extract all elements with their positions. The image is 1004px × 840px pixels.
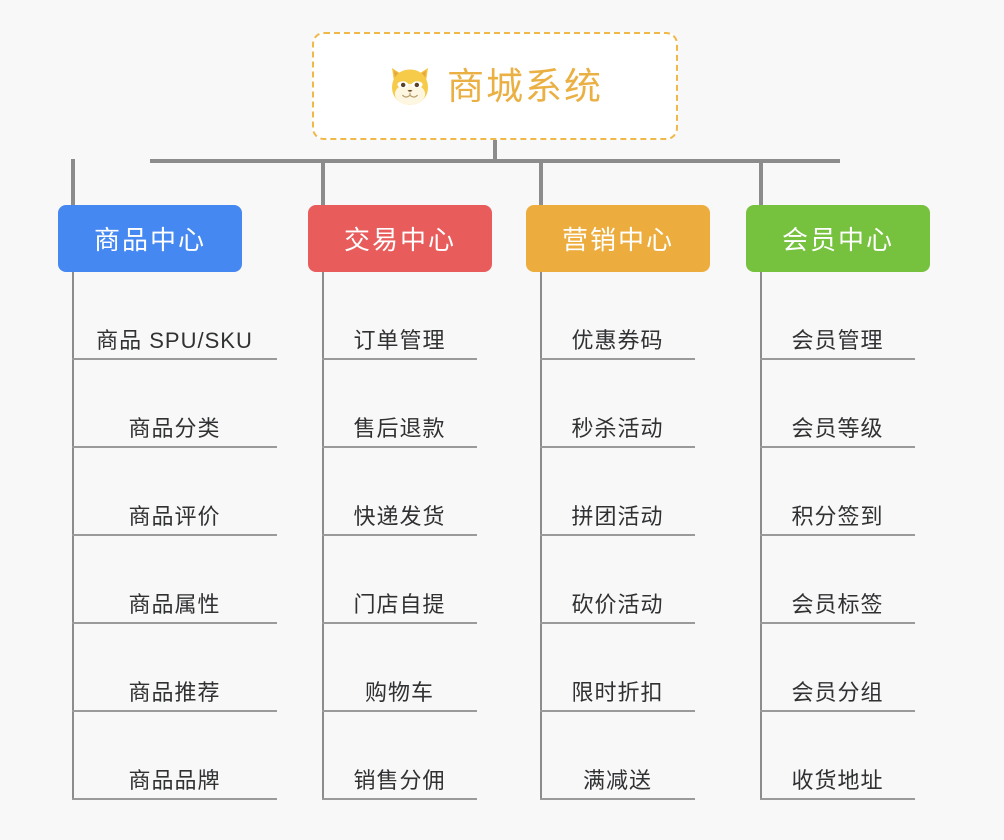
leaf-item[interactable]: 购物车 [322, 624, 477, 712]
connector-drop-1 [71, 159, 75, 207]
leaf-item-label: 购物车 [364, 679, 434, 705]
leaf-item-label: 会员分组 [791, 679, 884, 705]
leaf-item-label: 商品推荐 [128, 679, 221, 705]
leaf-item[interactable]: 拼团活动 [540, 448, 695, 536]
leaf-item[interactable]: 商品属性 [72, 536, 277, 624]
leaf-item[interactable]: 门店自提 [322, 536, 477, 624]
leaf-item[interactable]: 商品分类 [72, 360, 277, 448]
leaf-item[interactable]: 收货地址 [760, 712, 915, 800]
branch-group-2: 订单管理售后退款快递发货门店自提购物车销售分佣 [322, 272, 477, 800]
connector-drop-3 [539, 159, 543, 207]
category-box-4[interactable]: 会员中心 [746, 205, 930, 272]
leaf-item-label: 商品评价 [128, 503, 221, 529]
category-box-1[interactable]: 商品中心 [58, 205, 242, 272]
branch-group-4: 会员管理会员等级积分签到会员标签会员分组收货地址 [760, 272, 915, 800]
leaf-item[interactable]: 会员等级 [760, 360, 915, 448]
branch-spine [540, 272, 542, 800]
leaf-item-label: 收货地址 [791, 767, 884, 793]
branch-group-1: 商品 SPU/SKU 商品分类商品评价商品属性商品推荐商品品牌 [72, 272, 277, 800]
category-label: 交易中心 [343, 225, 456, 255]
leaf-item[interactable]: 积分签到 [760, 448, 915, 536]
leaf-item-label: 会员标签 [791, 591, 884, 617]
leaf-item[interactable]: 销售分佣 [322, 712, 477, 800]
leaf-item[interactable]: 会员管理 [760, 272, 915, 360]
leaf-item-label: 订单管理 [353, 327, 446, 353]
leaf-item-label: 商品品牌 [128, 767, 221, 793]
leaf-item-label: 会员管理 [791, 327, 884, 353]
leaf-item[interactable]: 商品品牌 [72, 712, 277, 800]
leaf-item[interactable]: 会员标签 [760, 536, 915, 624]
branch-group-3: 优惠券码秒杀活动拼团活动砍价活动限时折扣满减送 [540, 272, 695, 800]
leaf-item[interactable]: 满减送 [540, 712, 695, 800]
connector-drop-4 [759, 159, 763, 207]
category-label: 商品中心 [93, 225, 206, 255]
shiba-dog-icon [392, 68, 428, 105]
branch-spine [760, 272, 762, 800]
leaf-item[interactable]: 限时折扣 [540, 624, 695, 712]
root-node-title: 商城系统 [447, 65, 603, 107]
leaf-item[interactable]: 商品评价 [72, 448, 277, 536]
category-label: 会员中心 [781, 225, 894, 255]
category-box-2[interactable]: 交易中心 [308, 205, 492, 272]
leaf-item-label: 商品 SPU/SKU [96, 327, 253, 353]
leaf-item-label: 门店自提 [353, 591, 446, 617]
branch-spine [322, 272, 324, 800]
leaf-item-label: 限时折扣 [571, 679, 664, 705]
leaf-item[interactable]: 快递发货 [322, 448, 477, 536]
leaf-item[interactable]: 秒杀活动 [540, 360, 695, 448]
connector-bus [150, 159, 840, 163]
branch-spine [72, 272, 74, 800]
leaf-item-label: 会员等级 [791, 415, 884, 441]
leaf-item-label: 秒杀活动 [571, 415, 664, 441]
leaf-item-label: 积分签到 [791, 503, 884, 529]
leaf-item[interactable]: 商品 SPU/SKU [72, 272, 277, 360]
leaf-item[interactable]: 优惠券码 [540, 272, 695, 360]
leaf-item[interactable]: 商品推荐 [72, 624, 277, 712]
root-node-mall-system[interactable]: 商城系统 [312, 32, 678, 140]
leaf-item-label: 销售分佣 [353, 767, 446, 793]
leaf-item[interactable]: 售后退款 [322, 360, 477, 448]
leaf-item-label: 拼团活动 [571, 503, 664, 529]
category-box-3[interactable]: 营销中心 [526, 205, 710, 272]
leaf-item-label: 商品分类 [128, 415, 221, 441]
leaf-item[interactable]: 会员分组 [760, 624, 915, 712]
category-label: 营销中心 [561, 225, 674, 255]
leaf-item-label: 优惠券码 [571, 327, 664, 353]
connector-stem [493, 140, 497, 162]
leaf-item-label: 满减送 [582, 767, 652, 793]
leaf-item-label: 商品属性 [128, 591, 221, 617]
connector-drop-2 [321, 159, 325, 207]
leaf-item-label: 售后退款 [353, 415, 446, 441]
leaf-item-label: 砍价活动 [571, 591, 664, 617]
leaf-item[interactable]: 订单管理 [322, 272, 477, 360]
leaf-item-label: 快递发货 [353, 503, 446, 529]
leaf-item[interactable]: 砍价活动 [540, 536, 695, 624]
